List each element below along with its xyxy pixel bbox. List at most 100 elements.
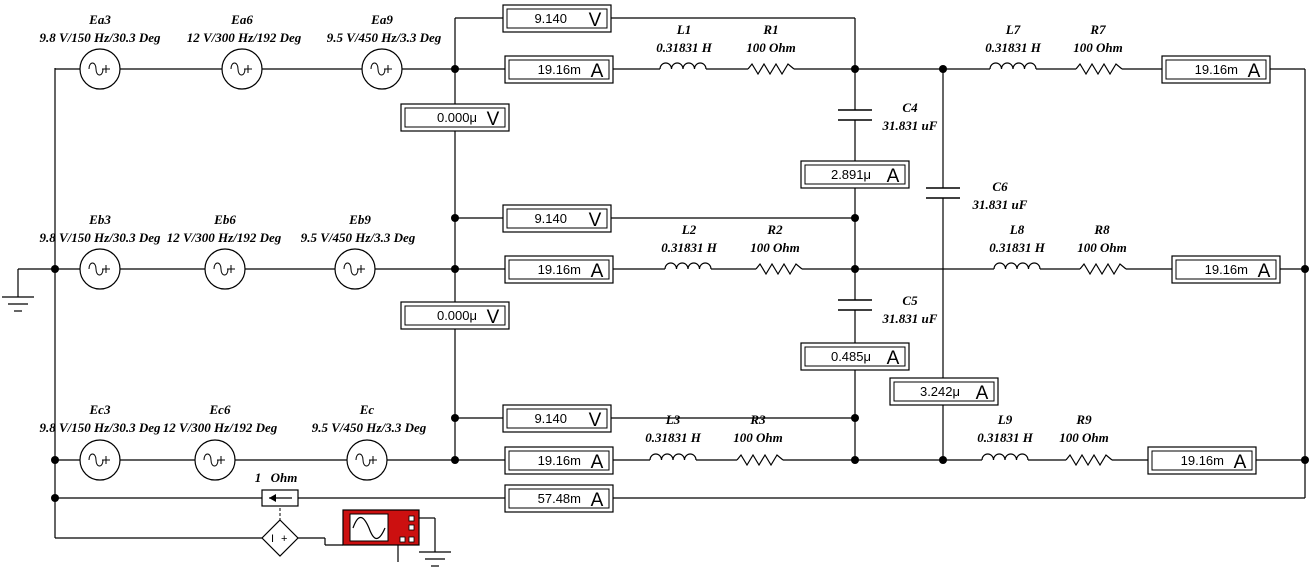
ammeter-phase-b-unit: A [591, 261, 604, 282]
inductor-l8[interactable] [993, 262, 1041, 270]
source-eb3-name: Eb3 [88, 212, 111, 227]
arrow-left-icon [269, 494, 276, 502]
source-ea9-name: Ea9 [370, 12, 393, 27]
ammeter-c5[interactable]: 0.485μ A [800, 342, 910, 371]
resistor-r1[interactable] [747, 62, 795, 76]
source-ea6-spec: 12 V/300 Hz/192 Deg [187, 30, 302, 45]
ammeter-l9[interactable]: 19.16m A [1147, 446, 1257, 475]
source-ec6-spec: 12 V/300 Hz/192 Deg [163, 420, 278, 435]
source-eb6[interactable] [204, 248, 246, 290]
resistor-r7[interactable] [1075, 62, 1123, 76]
resistor-r7-value: 100 Ohm [1073, 40, 1122, 55]
ammeter-neutral[interactable]: 57.48m A [504, 484, 614, 513]
ammeter-c4-value: 2.891μ [831, 167, 871, 182]
capacitor-c4[interactable] [838, 109, 872, 121]
inductor-l3-name: L3 [665, 412, 681, 427]
inductor-l9-name: L9 [997, 412, 1013, 427]
source-labels: Ea3 9.8 V/150 Hz/30.3 Deg Ea6 12 V/300 H… [40, 12, 442, 435]
ammeter-l7[interactable]: 19.16m A [1161, 55, 1271, 84]
inductor-l3[interactable] [649, 453, 697, 461]
oscilloscope-terminal [408, 536, 415, 543]
ammeter-l9-value: 19.16m [1181, 453, 1224, 468]
voltmeter-bc-unit: V [487, 307, 500, 328]
resistor-r3[interactable] [736, 453, 784, 467]
inductor-l1[interactable] [659, 62, 707, 70]
source-eb6-name: Eb6 [213, 212, 236, 227]
controlled-current-source[interactable]: I + [261, 519, 299, 557]
inductor-l7-name: L7 [1005, 22, 1021, 37]
source-eb3[interactable] [79, 248, 121, 290]
wiring [17, 17, 1306, 562]
resistor-r1-value: 100 Ohm [746, 40, 795, 55]
voltmeter-bc-value: 0.000μ [437, 308, 477, 323]
source-ec[interactable] [346, 439, 388, 481]
inductor-l2-value: 0.31831 H [661, 240, 718, 255]
inductor-l8-name: L8 [1009, 222, 1025, 237]
inductor-l2[interactable] [664, 262, 712, 270]
source-eb9-spec: 9.5 V/450 Hz/3.3 Deg [301, 230, 416, 245]
voltmeter-bottom[interactable]: 9.140 V [502, 404, 612, 433]
ammeter-phase-a-value: 19.16m [538, 62, 581, 77]
resistor-r1-name: R1 [762, 22, 778, 37]
source-ea9[interactable] [361, 48, 403, 90]
capacitor-c6-name: C6 [992, 179, 1008, 194]
inductor-l9-value: 0.31831 H [977, 430, 1034, 445]
resistor-r2[interactable] [755, 262, 803, 276]
ammeter-phase-c[interactable]: 19.16m A [504, 446, 614, 475]
ammeter-phase-a[interactable]: 19.16m A [504, 55, 614, 84]
resistor-r7-name: R7 [1089, 22, 1106, 37]
voltmeter-ab-unit: V [487, 109, 500, 130]
inductor-l7[interactable] [989, 62, 1037, 70]
junction-dots [51, 65, 1309, 502]
ammeter-c4-unit: A [887, 166, 900, 187]
voltmeter-mid-value: 9.140 [534, 211, 567, 226]
voltmeter-top[interactable]: 9.140 V [502, 4, 612, 33]
svg-text:I: I [271, 533, 274, 545]
source-ec3-name: Ec3 [89, 402, 111, 417]
voltmeter-mid[interactable]: 9.140 V [502, 204, 612, 233]
source-ec6-name: Ec6 [209, 402, 231, 417]
oscilloscope-terminal [408, 524, 415, 531]
voltmeter-bc[interactable]: 0.000μ V [400, 301, 510, 330]
capacitor-c4-name: C4 [902, 100, 918, 115]
resistor-r8[interactable] [1079, 262, 1127, 276]
ammeter-l8-unit: A [1258, 261, 1271, 282]
ammeter-phase-b[interactable]: 19.16m A [504, 255, 614, 284]
shunt-resistor[interactable] [261, 489, 299, 507]
ammeter-c6-unit: A [976, 383, 989, 404]
ammeter-c6[interactable]: 3.242μ A [889, 377, 999, 406]
source-ec3[interactable] [79, 439, 121, 481]
resistor-r2-name: R2 [766, 222, 783, 237]
ammeter-l7-value: 19.16m [1195, 62, 1238, 77]
ammeter-phase-c-value: 19.16m [538, 453, 581, 468]
source-eb9[interactable] [334, 248, 376, 290]
resistor-r8-name: R8 [1093, 222, 1110, 237]
voltmeter-ab[interactable]: 0.000μ V [400, 103, 510, 132]
source-eb9-name: Eb9 [348, 212, 371, 227]
voltmeter-bottom-unit: V [589, 410, 602, 431]
source-eb6-spec: 12 V/300 Hz/192 Deg [167, 230, 282, 245]
shunt-label-unit: Ohm [271, 470, 298, 485]
capacitor-c5-name: C5 [902, 293, 918, 308]
source-ec-name: Ec [359, 402, 375, 417]
inductor-l1-name: L1 [676, 22, 691, 37]
ammeter-l8[interactable]: 19.16m A [1171, 255, 1281, 284]
capacitor-c5[interactable] [838, 299, 872, 311]
ammeter-c4[interactable]: 2.891μ A [800, 160, 910, 189]
ammeter-phase-a-unit: A [591, 61, 604, 82]
oscilloscope-terminal [399, 536, 406, 543]
oscilloscope[interactable] [342, 509, 420, 546]
resistor-r9-name: R9 [1075, 412, 1092, 427]
source-ea3-name: Ea3 [88, 12, 111, 27]
inductor-l2-name: L2 [681, 222, 697, 237]
ammeter-neutral-value: 57.48m [538, 491, 581, 506]
capacitor-c6[interactable] [926, 187, 960, 199]
ammeter-c6-value: 3.242μ [920, 384, 960, 399]
inductor-l9[interactable] [981, 453, 1029, 461]
ammeter-c5-unit: A [887, 348, 900, 369]
source-ec6[interactable] [194, 439, 236, 481]
source-ea3[interactable] [79, 48, 121, 90]
source-ea6[interactable] [221, 48, 263, 90]
resistor-r9[interactable] [1065, 453, 1113, 467]
inductor-l7-value: 0.31831 H [985, 40, 1042, 55]
